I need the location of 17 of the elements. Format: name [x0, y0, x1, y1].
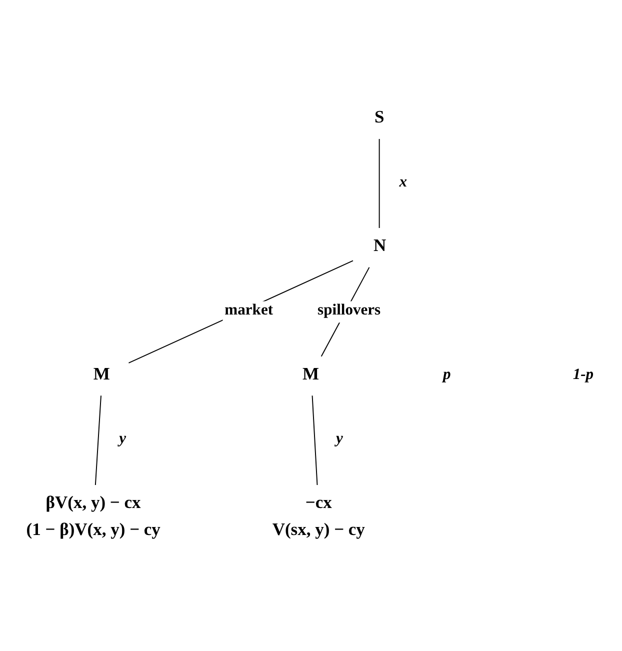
edge-label: spillovers: [318, 302, 381, 319]
label: p: [443, 366, 451, 383]
node-text: M: [302, 363, 320, 384]
edge-label: x: [399, 173, 408, 190]
edge-label: market: [224, 302, 274, 319]
edge-label: y: [336, 430, 343, 447]
connector: [312, 395, 318, 486]
node-text: S: [374, 106, 384, 127]
label: 1-p: [572, 366, 594, 383]
connector: [94, 395, 102, 486]
node-text: N: [373, 235, 386, 256]
node-text: βV(x, y) − cx (1 − β)V(x, y) − cy: [26, 492, 160, 539]
node-text: M: [93, 363, 110, 384]
connector: [128, 260, 354, 364]
connector: [378, 138, 380, 228]
node-text: −cx V(sx, y) − cy: [272, 492, 365, 539]
edge-label: y: [119, 430, 126, 447]
